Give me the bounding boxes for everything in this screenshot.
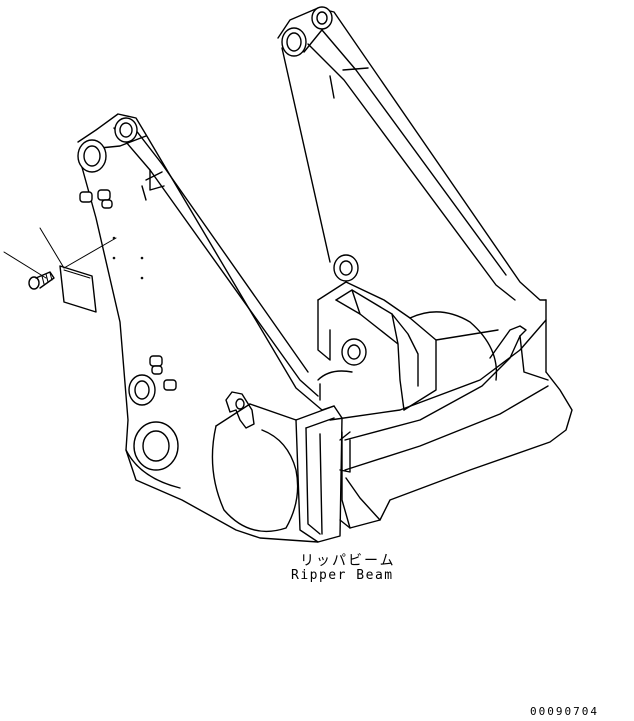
front-hook-bracket (225, 391, 255, 429)
drawing-number: 00090704 (530, 705, 599, 718)
lower-beam (329, 299, 573, 529)
name-plate-assembly (3, 227, 117, 313)
plate-to-beam-line (63, 237, 117, 269)
front-arm-top-pin-hole (77, 139, 107, 173)
front-arm-mid-pin-hole (128, 374, 156, 406)
rear-arm-top-pin-boss (311, 6, 333, 30)
screw-leader-line (3, 251, 47, 279)
name-plate (59, 265, 97, 313)
drive-screw (28, 271, 55, 290)
rear-arm-mid-pin-hole (333, 254, 359, 282)
center-box-pin-hole (341, 338, 367, 366)
front-arm-top-pin-boss (114, 117, 138, 143)
upper-bolt-pads (79, 189, 113, 209)
rear-arm-top-pin-hole (281, 27, 307, 57)
front-cylinder-end (211, 425, 299, 533)
plate-leader-line (39, 227, 65, 269)
part-label-english: Ripper Beam (291, 568, 394, 583)
center-box (317, 281, 499, 411)
rear-arm (277, 6, 547, 301)
front-arm-lower-pin-hole (133, 421, 179, 471)
lower-bolt-pads (149, 355, 177, 391)
front-arm (77, 113, 343, 543)
part-label-japanese: リッパビーム (300, 553, 396, 569)
